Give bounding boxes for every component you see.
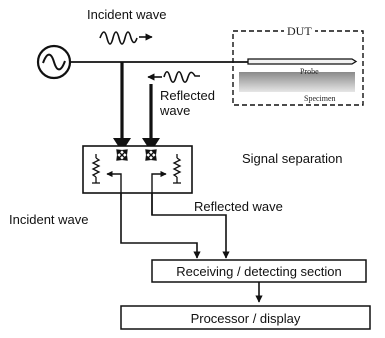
coupler-icon-left bbox=[116, 149, 128, 161]
probe-label: Probe bbox=[300, 67, 319, 76]
coupler-icon-right bbox=[145, 149, 157, 161]
dut-label: DUT bbox=[284, 24, 315, 39]
probe-shape bbox=[247, 58, 358, 65]
incident-wave-symbol bbox=[99, 31, 153, 45]
reflected-arrow-into-separator bbox=[142, 84, 160, 152]
specimen-shape bbox=[239, 72, 355, 92]
termination-resistor-left-icon bbox=[91, 154, 101, 184]
termination-resistor-right-icon bbox=[172, 154, 182, 184]
reflected-wave-lower-label: Reflected wave bbox=[194, 199, 283, 214]
receiving-section-label: Receiving / detecting section bbox=[176, 264, 342, 279]
incident-line-to-receiver bbox=[120, 193, 201, 259]
signal-separation-label: Signal separation bbox=[242, 151, 343, 166]
signal-source-icon bbox=[36, 44, 72, 80]
incident-arrow-into-separator bbox=[113, 62, 131, 152]
specimen-label: Specimen bbox=[304, 94, 336, 103]
processor-display-box bbox=[120, 305, 371, 330]
coupled-incident-path bbox=[106, 170, 122, 200]
reflected-wave-symbol bbox=[147, 70, 200, 84]
reflected-line-to-receiver bbox=[151, 193, 230, 259]
reflected-wave-label: Reflected wave bbox=[160, 88, 215, 118]
incident-wave-top-label: Incident wave bbox=[87, 7, 167, 22]
dut-box bbox=[232, 30, 364, 106]
processor-display-label: Processor / display bbox=[190, 311, 301, 326]
incident-wave-lower-label: Incident wave bbox=[9, 212, 89, 227]
